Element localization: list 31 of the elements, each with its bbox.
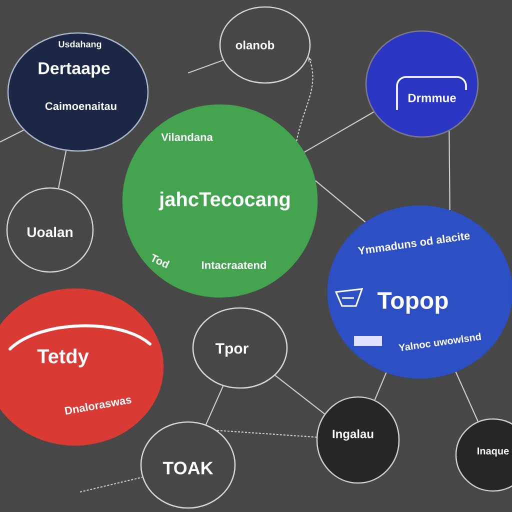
circle-node: olanob (219, 6, 311, 84)
connector (455, 372, 478, 422)
node-label: Intacraatend (202, 260, 266, 270)
node-label: Tod (152, 254, 170, 268)
node-label: Ymmaduns od alacite (358, 232, 470, 254)
connector (58, 150, 67, 188)
node-label: Vilandana (161, 132, 213, 142)
node-label: Dnaloraswas (64, 398, 132, 415)
node-label: Yalnoc uwowlsnd (398, 332, 482, 351)
circle-node: Tpor (192, 307, 288, 389)
connector (188, 60, 224, 74)
connector (80, 476, 142, 493)
connector (304, 112, 374, 153)
node-label: jahcTecocang (158, 192, 290, 210)
connector (315, 180, 366, 222)
circle-node: Ingalau (316, 396, 400, 484)
connector (217, 430, 316, 438)
node-label: Usdahang (58, 40, 102, 50)
node-label: Topop (378, 292, 448, 314)
node-label: Dertaape (38, 62, 110, 78)
node-label: Tetdy (37, 348, 89, 368)
circle-node: Uoalan (6, 187, 94, 273)
node-label: Caimoenaitau (45, 102, 116, 110)
connector (374, 372, 387, 400)
connector (205, 386, 224, 425)
connector (0, 130, 24, 142)
connector (448, 131, 450, 210)
circle-node: TOAK (140, 421, 236, 509)
connector (274, 375, 325, 414)
circle-node: Drmmue (365, 30, 479, 138)
circle-node: Inaque (455, 418, 512, 492)
